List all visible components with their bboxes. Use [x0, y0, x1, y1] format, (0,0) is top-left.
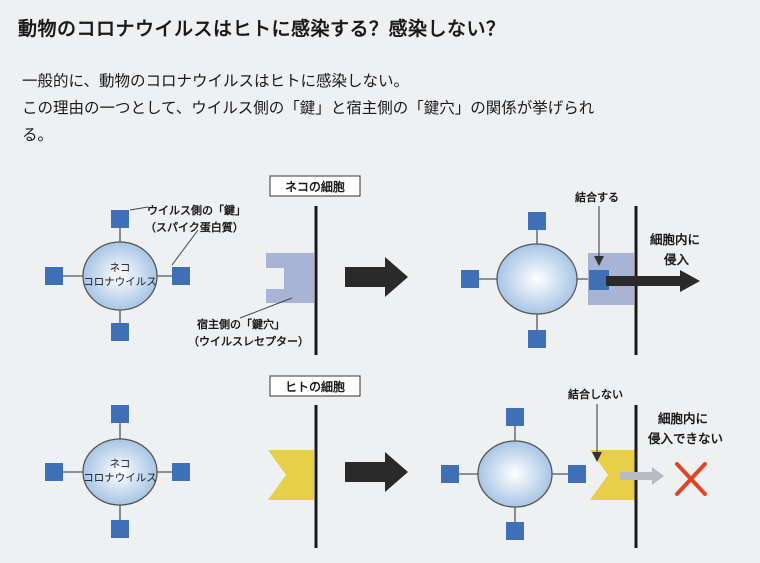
keyhole-label-line1: 宿主側の「鍵穴」 — [197, 317, 285, 331]
spike-top — [506, 408, 524, 426]
virus-label-line2: コロナウイルス — [83, 276, 157, 288]
no-enter-label-line1: 細胞内に — [658, 411, 708, 426]
human-receptor-left — [268, 450, 314, 500]
spike-left — [441, 465, 459, 483]
enter-arrow — [606, 270, 700, 292]
paragraph-line-1: 一般的に、動物のコロナウイルスはヒトに感染しない。 — [22, 72, 410, 90]
spike-left — [45, 267, 63, 285]
human-cell-label-box — [269, 375, 361, 397]
spike-top — [111, 210, 129, 228]
virus-body — [477, 440, 553, 508]
spike-right — [568, 465, 586, 483]
key-pointer-line-2 — [129, 206, 149, 211]
spike-right — [172, 463, 190, 481]
page-title: 動物のコロナウイルスはヒトに感染する？感染しない？ — [18, 18, 506, 40]
spike-bottom — [111, 323, 129, 341]
virus-body — [496, 243, 578, 315]
virus-label-line2: コロナウイルス — [83, 472, 157, 484]
cross-icon — [675, 462, 707, 496]
spike-bottom — [506, 522, 524, 540]
human-row-virus-left: ネコ コロナウイルス — [45, 405, 190, 538]
key-label-line1: ウイルス側の「鍵」 — [147, 203, 246, 217]
no-enter-label-line2: 侵入できない — [647, 431, 723, 446]
human-cell-label: ヒトの細胞 — [285, 379, 345, 394]
blocked-arrow — [620, 467, 664, 485]
process-arrow-human — [345, 452, 408, 492]
cat-virus-left: ネコ コロナウイルス — [45, 210, 190, 341]
spike-top — [528, 212, 546, 230]
key-pointer-line — [171, 229, 199, 266]
paragraph-line-3: る。 — [22, 126, 54, 144]
keyhole-label-line2: （ウイルスレセプター） — [188, 334, 309, 348]
bound-spike — [589, 270, 609, 290]
no-bind-pointer-head — [592, 452, 602, 462]
spike-right — [172, 267, 190, 285]
cat-cell-label-box — [269, 175, 361, 197]
bind-label: 結合する — [575, 190, 619, 204]
enter-label-line1: 細胞内に — [650, 232, 700, 247]
virus-label-line1: ネコ — [110, 262, 131, 274]
spike-bottom — [111, 520, 129, 538]
virus-body — [82, 438, 158, 506]
no-bind-label: 結合しない — [568, 387, 623, 401]
human-row-virus-right — [441, 408, 586, 540]
process-arrow-cat — [345, 257, 408, 297]
spike-left — [45, 463, 63, 481]
cat-cell-label: ネコの細胞 — [285, 179, 345, 194]
bind-pointer-head — [594, 256, 604, 266]
virus-label-line1: ネコ — [110, 458, 131, 470]
cat-virus-right — [461, 212, 600, 348]
spike-top — [111, 405, 129, 423]
spike-bottom — [528, 330, 546, 348]
cat-receptor-left — [266, 253, 314, 303]
intro-paragraph: 一般的に、動物のコロナウイルスはヒトに感染しない。 この理由の一つとして、ウイル… — [22, 68, 742, 149]
human-receptor-right — [590, 450, 636, 500]
spike-left — [461, 270, 479, 288]
key-label-line2: （スパイク蛋白質） — [145, 220, 244, 234]
paragraph-line-2: この理由の一つとして、ウイルス側の「鍵」と宿主側の「鍵穴」の関係が挙げられ — [22, 99, 595, 117]
keyhole-pointer-line — [239, 297, 293, 319]
enter-label-line2: 侵入 — [663, 252, 690, 267]
virus-body — [82, 241, 158, 311]
